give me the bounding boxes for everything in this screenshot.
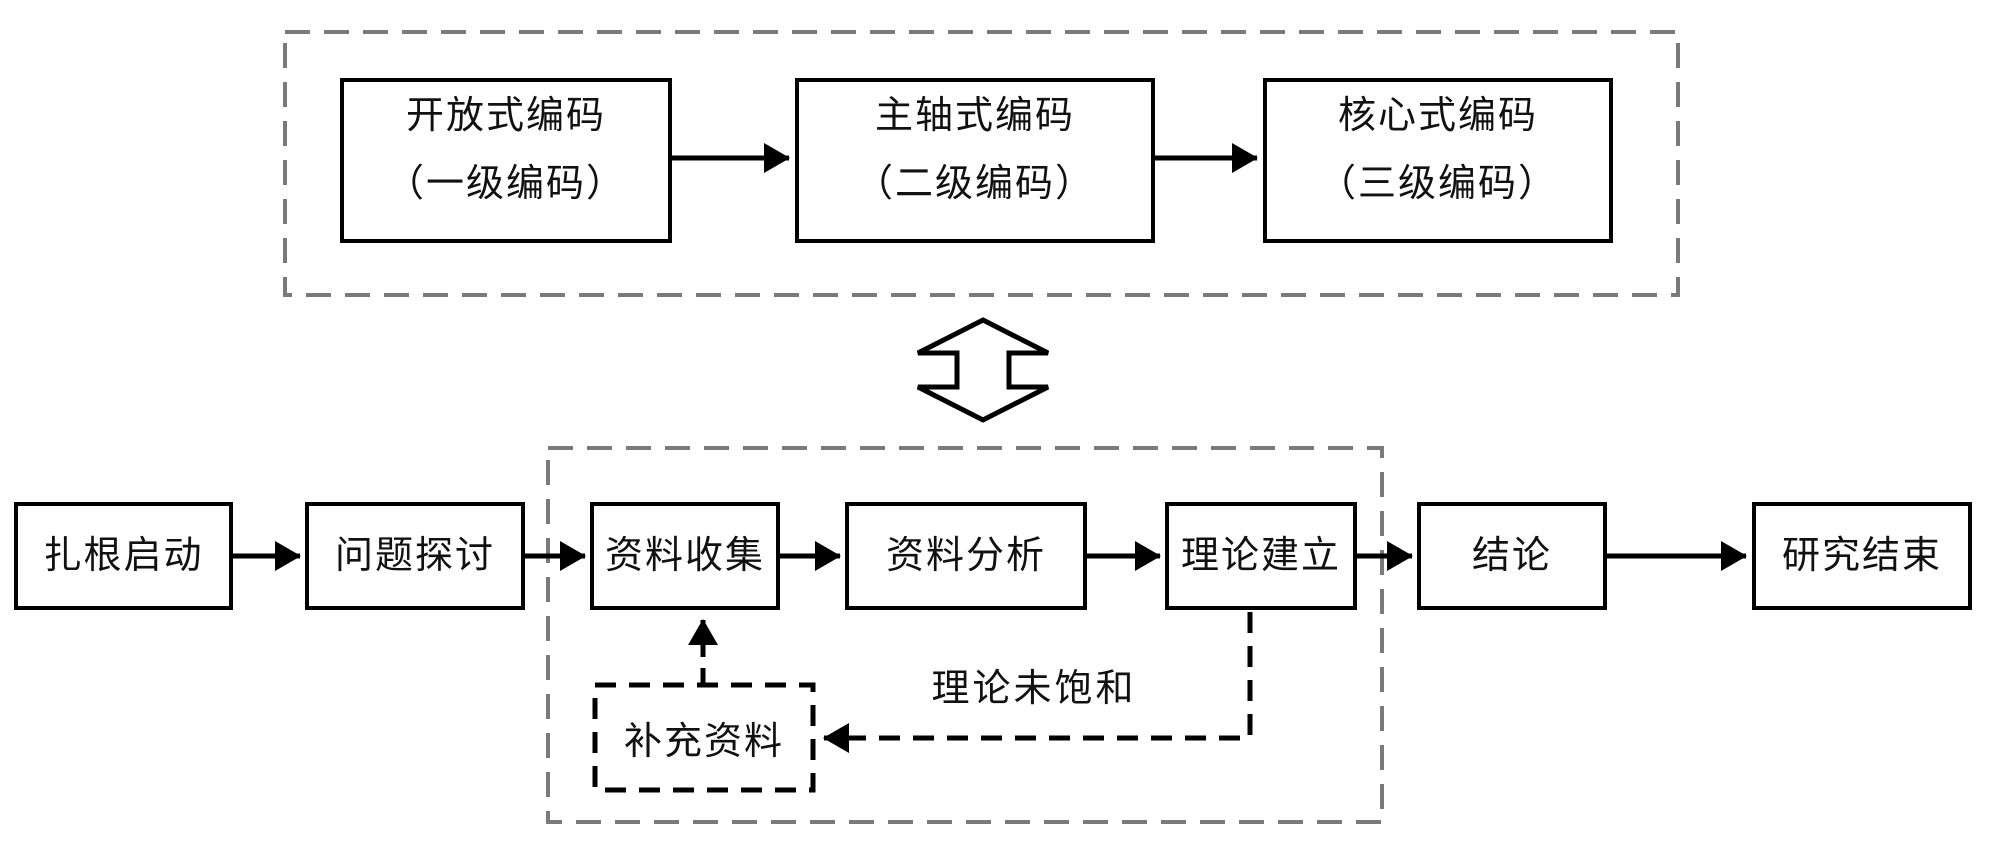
node-grounded-start: 扎根启动 bbox=[14, 502, 233, 610]
arrow-theory-unsaturated-feedback bbox=[823, 612, 1253, 753]
node-open-coding: 开放式编码 （一级编码） bbox=[340, 78, 672, 243]
supplement-data-box-border bbox=[592, 682, 816, 793]
node-theory-building: 理论建立 bbox=[1165, 502, 1357, 610]
node-core-coding-subtitle: （三级编码） bbox=[1317, 163, 1558, 206]
bidirectional-arrow-icon bbox=[916, 317, 1050, 423]
node-core-coding: 核心式编码 （三级编码） bbox=[1263, 78, 1613, 243]
node-data-analysis-label: 资料分析 bbox=[885, 534, 1046, 577]
iteration-section-container bbox=[546, 446, 1384, 824]
node-axial-coding: 主轴式编码 （二级编码） bbox=[795, 78, 1155, 243]
condition-theory-unsaturated-label: 理论未饱和 bbox=[928, 660, 1140, 710]
node-conclusion-label: 结论 bbox=[1471, 534, 1552, 577]
node-data-collection-label: 资料收集 bbox=[604, 534, 765, 577]
node-core-coding-title: 核心式编码 bbox=[1337, 95, 1538, 137]
condition-theory-unsaturated-text: 理论未饱和 bbox=[931, 667, 1137, 710]
node-axial-coding-subtitle: （二级编码） bbox=[854, 163, 1095, 206]
node-data-collection: 资料收集 bbox=[590, 502, 780, 610]
node-question-discussion-label: 问题探讨 bbox=[334, 534, 495, 577]
node-axial-coding-title: 主轴式编码 bbox=[874, 95, 1075, 137]
node-conclusion: 结论 bbox=[1417, 502, 1607, 610]
node-research-end-label: 研究结束 bbox=[1781, 534, 1942, 577]
node-data-analysis: 资料分析 bbox=[845, 502, 1087, 610]
node-question-discussion: 问题探讨 bbox=[305, 502, 525, 610]
node-open-coding-title: 开放式编码 bbox=[405, 95, 606, 137]
node-research-end: 研究结束 bbox=[1752, 502, 1972, 610]
node-supplement-data: 补充资料 bbox=[595, 685, 813, 790]
node-grounded-start-label: 扎根启动 bbox=[43, 534, 204, 577]
coding-section-container bbox=[283, 30, 1680, 297]
node-open-coding-subtitle: （一级编码） bbox=[385, 163, 626, 206]
node-supplement-data-label: 补充资料 bbox=[623, 721, 784, 763]
node-theory-building-label: 理论建立 bbox=[1180, 534, 1341, 577]
